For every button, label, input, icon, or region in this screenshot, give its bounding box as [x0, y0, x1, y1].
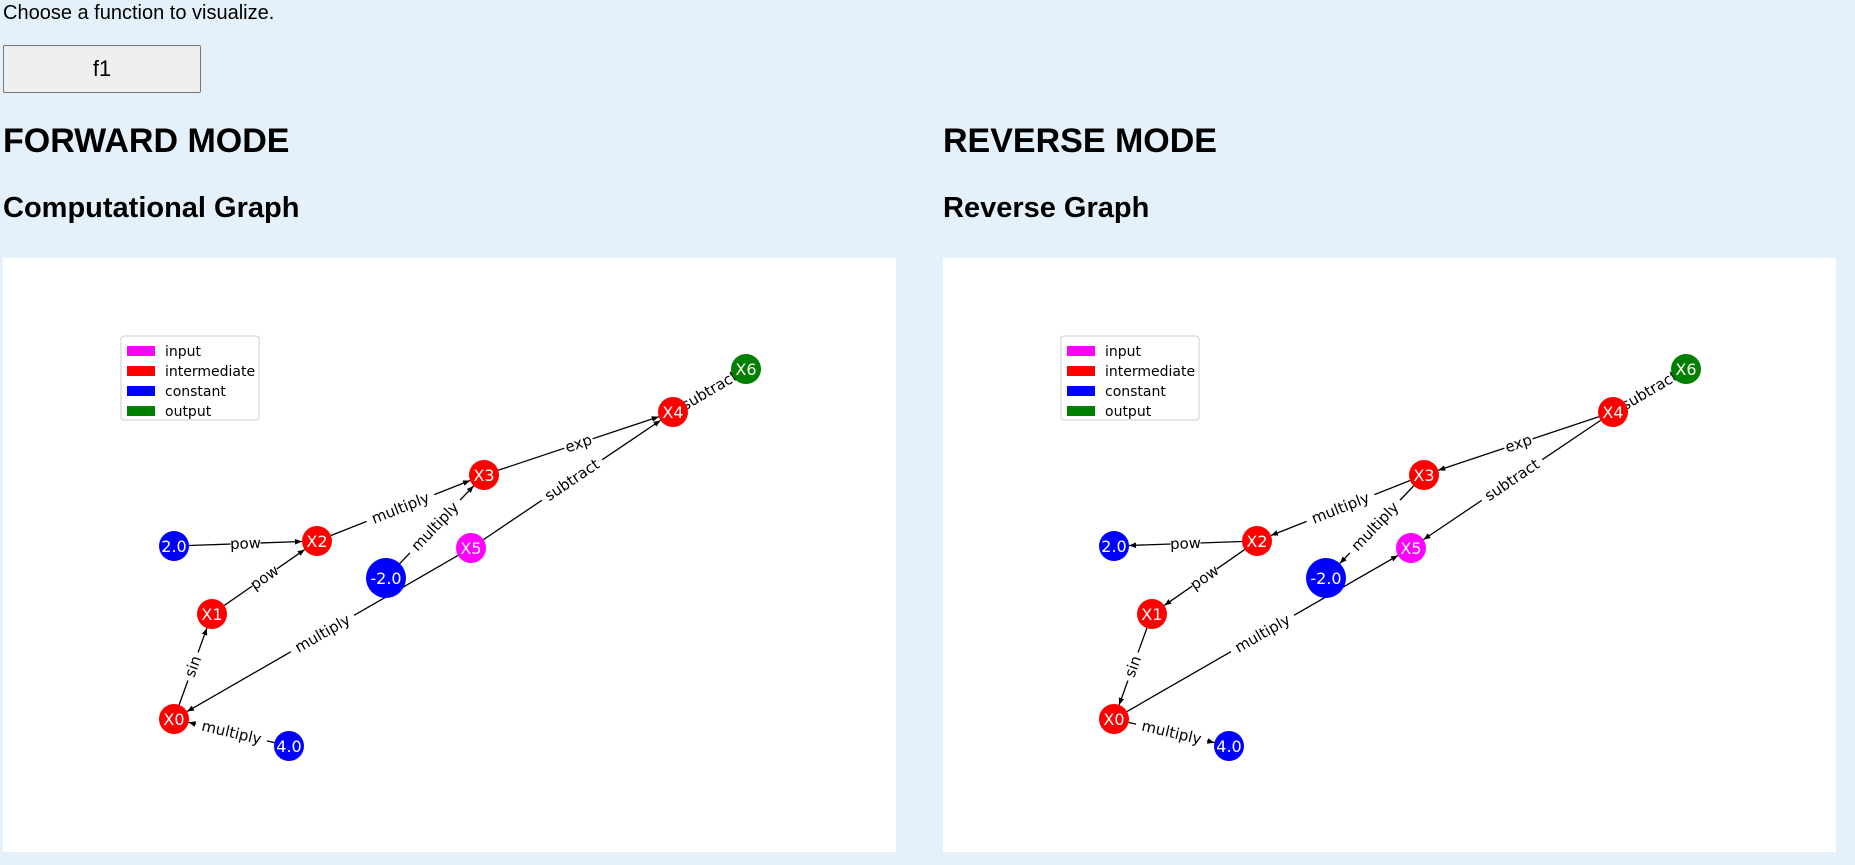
rev-legend-swatch-input: [1067, 346, 1095, 356]
fwd-edge-label-X2-X3: multiply: [369, 488, 432, 527]
fwd-node-cm2: -2.0: [366, 558, 406, 598]
fwd-node-X2: X2: [302, 526, 332, 556]
fwd-legend-label-intermediate: intermediate: [165, 364, 255, 380]
rev-node-label-c4: 4.0: [1216, 737, 1241, 756]
rev-edge-label-c4-X0: multiply: [1140, 717, 1204, 748]
rev-legend-swatch-intermediate: [1067, 366, 1095, 376]
fwd-node-label-X2: X2: [306, 532, 327, 551]
rev-node-X1: X1: [1137, 599, 1167, 629]
fwd-node-label-cm2: -2.0: [370, 569, 401, 588]
fwd-legend-label-input: input: [165, 344, 202, 360]
rev-node-label-c2: 2.0: [1101, 537, 1126, 556]
forward-graph-title: Computational Graph: [3, 192, 300, 224]
rev-node-X3: X3: [1409, 460, 1439, 490]
fwd-legend-swatch-output: [127, 406, 155, 416]
fwd-node-X6: X6: [731, 354, 761, 384]
rev-edge-label-X5-X0: multiply: [1232, 610, 1294, 656]
rev-node-X4: X4: [1598, 397, 1628, 427]
fwd-node-X1: X1: [197, 599, 227, 629]
fwd-node-X5: X5: [456, 533, 486, 563]
fwd-legend-swatch-input: [127, 346, 155, 356]
rev-edge-label-X5-X4: subtract: [1481, 455, 1543, 505]
fwd-node-X0: X0: [159, 704, 189, 734]
fwd-edge-label-X1-X2: pow: [247, 561, 283, 593]
fwd-node-label-X4: X4: [662, 403, 683, 422]
rev-legend-label-output: output: [1105, 404, 1152, 420]
rev-node-c2: 2.0: [1099, 531, 1129, 561]
fwd-legend: input intermediate constant output: [120, 335, 260, 421]
reverse-graph-title: Reverse Graph: [943, 192, 1150, 224]
rev-node-label-X4: X4: [1602, 403, 1623, 422]
fwd-legend-swatch-intermediate: [127, 366, 155, 376]
rev-node-label-X1: X1: [1141, 605, 1162, 624]
forward-mode-title: FORWARD MODE: [3, 122, 290, 160]
rev-edge-label-c2-X2: pow: [1170, 534, 1202, 553]
rev-node-label-X6: X6: [1675, 360, 1696, 379]
rev-node-X0: X0: [1099, 704, 1129, 734]
fwd-node-label-X6: X6: [735, 360, 756, 379]
reverse-mode-title: REVERSE MODE: [943, 122, 1217, 160]
rev-node-label-X5: X5: [1400, 539, 1421, 558]
fwd-node-label-X1: X1: [201, 605, 222, 624]
fwd-node-c4: 4.0: [274, 731, 304, 761]
fwd-node-label-c4: 4.0: [276, 737, 301, 756]
rev-node-label-cm2: -2.0: [1310, 569, 1341, 588]
fwd-edge-label-X3-X4: exp: [563, 431, 595, 457]
rev-legend-label-intermediate: intermediate: [1105, 364, 1195, 380]
fwd-node-label-X3: X3: [473, 466, 494, 485]
fwd-node-label-X5: X5: [460, 539, 481, 558]
fwd-node-X4: X4: [658, 397, 688, 427]
prompt-text: Choose a function to visualize.: [3, 2, 275, 24]
fwd-node-X3: X3: [469, 460, 499, 490]
fwd-node-label-X0: X0: [163, 710, 184, 729]
fwd-edge-label-X4-X6: subtract: [678, 367, 741, 414]
fwd-legend-swatch-constant: [127, 386, 155, 396]
fwd-edge-label-c2-X2: pow: [230, 534, 262, 553]
fwd-edge-label-X5-X4: subtract: [541, 455, 603, 505]
fwd-edge-label-X5-X0: multiply: [292, 610, 354, 656]
rev-node-X2: X2: [1242, 526, 1272, 556]
fwd-node-c2: 2.0: [159, 531, 189, 561]
rev-edge-label-X3-X4: exp: [1503, 431, 1535, 457]
rev-edge-label-X2-X3: multiply: [1309, 488, 1372, 527]
rev-edge-label-X4-X6: subtract: [1618, 367, 1681, 414]
rev-node-label-X3: X3: [1413, 466, 1434, 485]
fwd-legend-label-constant: constant: [165, 384, 226, 400]
rev-edge-label-X1-X2: pow: [1187, 561, 1223, 593]
rev-legend-label-constant: constant: [1105, 384, 1166, 400]
fwd-node-label-c2: 2.0: [161, 537, 186, 556]
rev-node-X5: X5: [1396, 533, 1426, 563]
rev-legend-swatch-output: [1067, 406, 1095, 416]
rev-node-c4: 4.0: [1214, 731, 1244, 761]
fwd-edge-label-c4-X0: multiply: [200, 717, 264, 748]
rev-legend-label-input: input: [1105, 344, 1142, 360]
rev-node-cm2: -2.0: [1306, 558, 1346, 598]
rev-node-label-X0: X0: [1103, 710, 1124, 729]
function-select[interactable]: f1: [3, 45, 201, 93]
rev-node-label-X2: X2: [1246, 532, 1267, 551]
rev-legend: input intermediate constant output: [1060, 335, 1200, 421]
fwd-legend-label-output: output: [165, 404, 212, 420]
rev-legend-swatch-constant: [1067, 386, 1095, 396]
rev-node-X6: X6: [1671, 354, 1701, 384]
